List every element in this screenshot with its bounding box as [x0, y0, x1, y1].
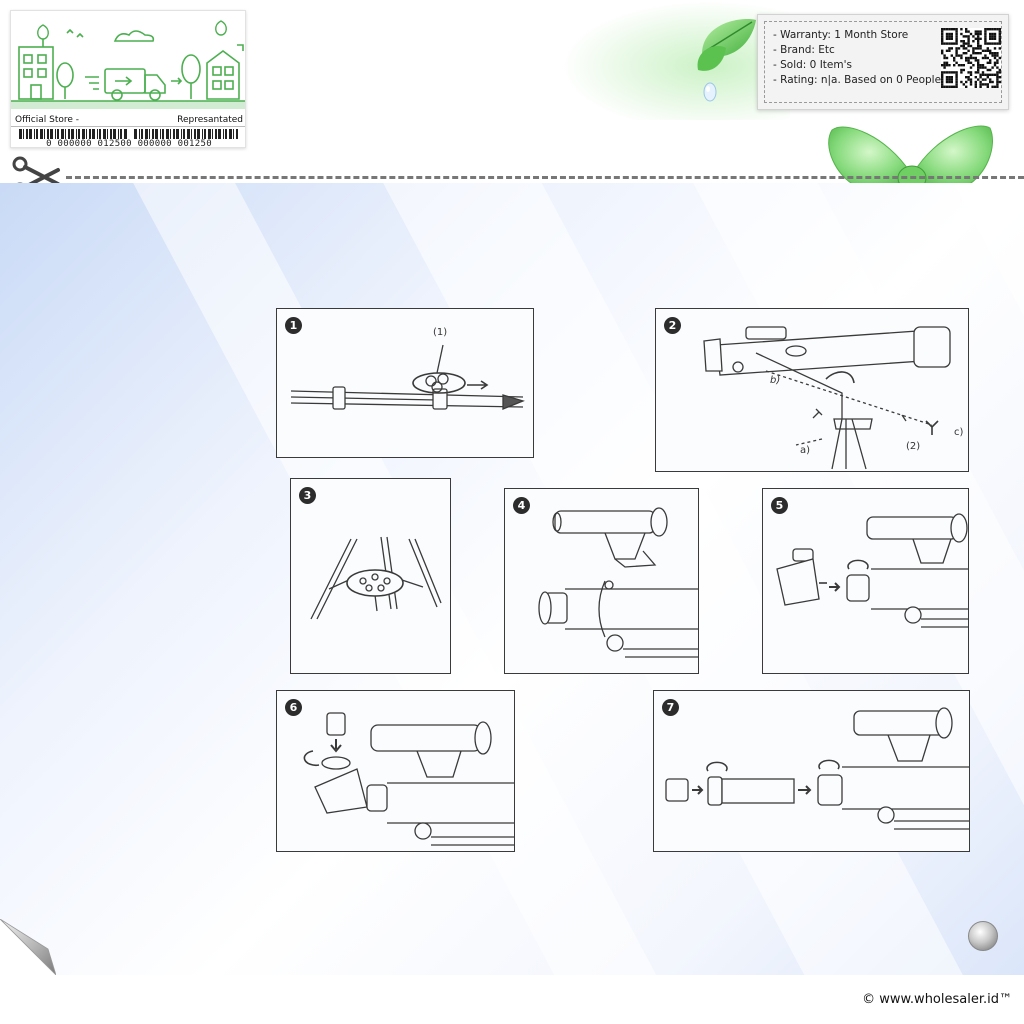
step-number: 5 — [771, 497, 788, 514]
tripod-leg-illustration — [290, 344, 525, 410]
callout-label: b) — [770, 375, 781, 386]
callout-label: a) — [800, 445, 811, 456]
telescope-mount-illustration — [703, 326, 951, 470]
metal-button-icon — [968, 921, 998, 951]
finder-scope-illustration — [538, 507, 698, 658]
diagonal-mirror-illustration — [776, 513, 968, 628]
warranty-info: - Warranty: 1 Month Store — [773, 29, 909, 41]
official-store-card: Official Store - Represantated 0 000000 … — [10, 10, 246, 148]
step-number: 1 — [285, 317, 302, 334]
step-4-diagram: 4 — [504, 488, 699, 674]
callout-label: c) — [954, 427, 964, 438]
accessory-tray-illustration — [310, 536, 442, 620]
product-info-card: - Warranty: 1 Month Store - Brand: Etc -… — [757, 14, 1009, 110]
step-number: 4 — [513, 497, 530, 514]
city-delivery-illustration — [11, 20, 245, 109]
rating-info: - Rating: n|a. Based on 0 People — [773, 74, 942, 86]
step-6-diagram: 6 — [276, 690, 515, 852]
cut-dashed-line — [66, 176, 1024, 179]
eyepiece-insert-illustration — [303, 712, 514, 846]
info-dashed-frame: - Warranty: 1 Month Store - Brand: Etc -… — [764, 21, 1002, 103]
store-label-strip: Official Store - Represantated — [11, 113, 245, 127]
step-number: 2 — [664, 317, 681, 334]
brand-info: - Brand: Etc — [773, 44, 835, 56]
step-1-diagram: 1 (1) — [276, 308, 534, 458]
step-2-diagram: 2 b) a) (2) c) — [655, 308, 969, 472]
instruction-panel: 1 (1) 2 b) a) (2) c) — [0, 183, 1024, 975]
qr-code-icon — [941, 28, 1001, 88]
barcode-icon — [19, 129, 238, 139]
official-store-label: Official Store - — [15, 114, 80, 125]
step-number: 3 — [299, 487, 316, 504]
sold-info: - Sold: 0 Item's — [773, 59, 852, 71]
callout-label: (2) — [906, 441, 921, 452]
step-number: 6 — [285, 699, 302, 716]
step-number: 7 — [662, 699, 679, 716]
barlow-lens-illustration — [665, 707, 969, 830]
page-curl-icon — [0, 919, 56, 975]
barcode-number: 0 000000 012500 000000 001250 — [11, 139, 245, 147]
callout-label: (1) — [433, 327, 448, 338]
leaf-icon — [697, 19, 756, 102]
product-info-list: - Warranty: 1 Month Store - Brand: Etc -… — [773, 28, 941, 88]
represented-label: Represantated — [177, 114, 243, 125]
step-5-diagram: 5 — [762, 488, 969, 674]
step-3-diagram: 3 — [290, 478, 451, 674]
copyright-footer: © www.wholesaler.id™ — [862, 992, 1012, 1007]
step-7-diagram: 7 — [653, 690, 970, 852]
